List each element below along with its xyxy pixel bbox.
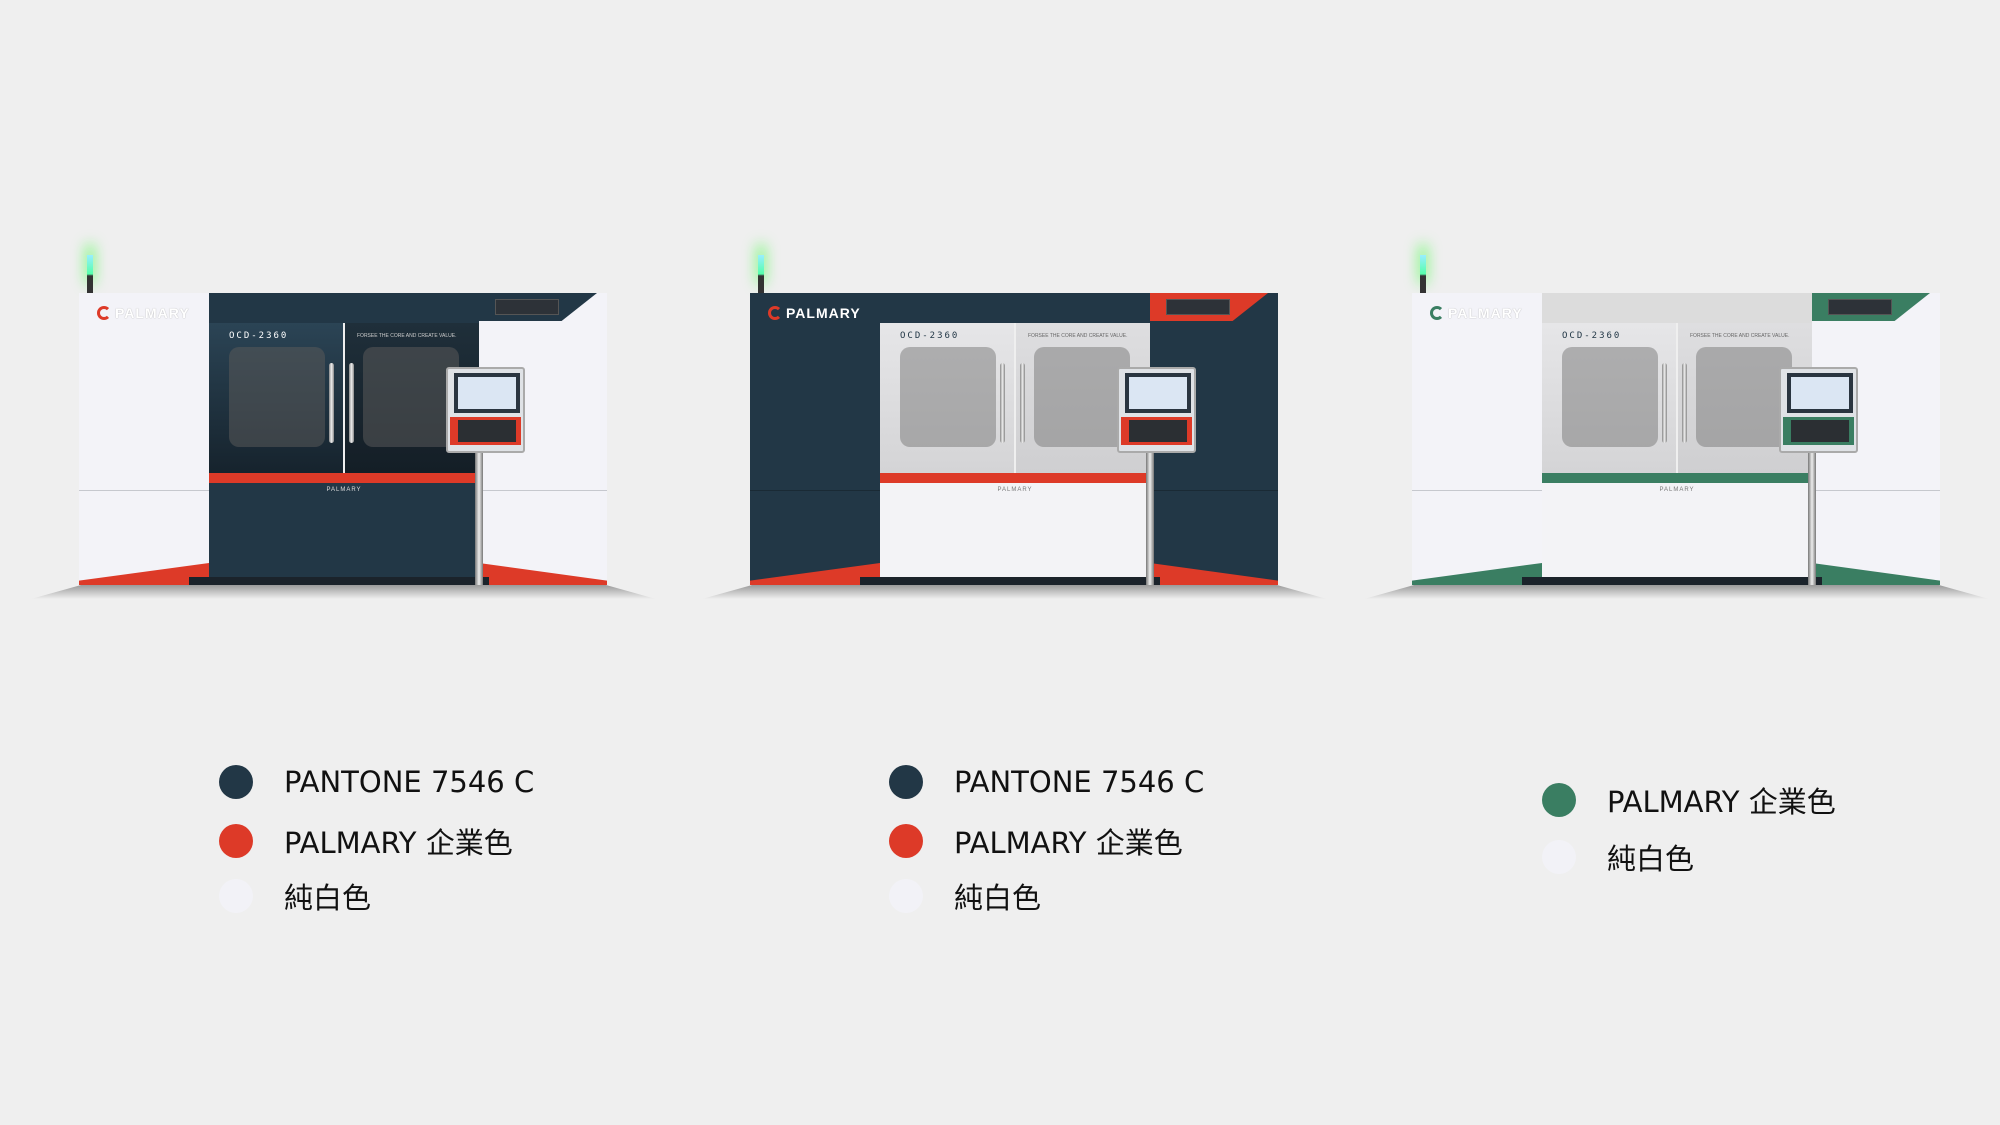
brand-text: PALMARY xyxy=(1448,305,1523,321)
legend-item: PALMARY 企業色 xyxy=(219,820,513,862)
model-label: OCD-2360 xyxy=(900,331,960,341)
legend-label: PALMARY 企業色 xyxy=(954,826,1183,860)
signal-tower-lamp xyxy=(87,255,93,293)
signal-tower-lamp xyxy=(758,255,764,293)
slogan: FORSEE THE CORE AND CREATE VALUE. xyxy=(357,333,457,339)
base-label: PALMARY xyxy=(1659,487,1695,493)
color-swatch xyxy=(889,879,923,913)
control-pendant xyxy=(446,367,525,453)
legend-item: 純白色 xyxy=(219,875,371,917)
legend-label: PALMARY 企業色 xyxy=(284,826,513,860)
slogan: FORSEE THE CORE AND CREATE VALUE. xyxy=(1690,333,1790,339)
color-swatch xyxy=(1542,783,1576,817)
pendant-pole xyxy=(1808,453,1816,585)
brand-logo: PALMARY xyxy=(97,305,190,321)
machine-variant-1: PALMARY OCD-2360 FORSEE THE CORE AND CRE… xyxy=(31,255,656,599)
machine-variant-3: PALMARY OCD-2360 FORSEE THE CORE AND CRE… xyxy=(1364,255,1989,599)
color-swatch xyxy=(219,879,253,913)
model-label: OCD-2360 xyxy=(229,331,289,341)
brand-logo: PALMARY xyxy=(768,305,861,321)
left-door: OCD-2360 xyxy=(209,323,343,473)
legend-item: 純白色 xyxy=(1542,836,1694,878)
signal-tower-lamp xyxy=(1420,255,1426,293)
left-panel: PALMARY xyxy=(1412,293,1542,585)
legend-label: 純白色 xyxy=(284,881,372,915)
legend-item: PANTONE 7546 C xyxy=(219,765,534,799)
machine-variant-2: PALMARY OCD-2360 FORSEE THE CORE AND CRE… xyxy=(702,255,1327,599)
right-panel xyxy=(1812,293,1940,585)
legend-label: 純白色 xyxy=(954,881,1042,915)
color-swatch xyxy=(219,765,253,799)
floor-shadow xyxy=(31,585,656,599)
base-label: PALMARY xyxy=(997,487,1033,493)
left-panel: PALMARY xyxy=(750,293,880,585)
brand-text: PALMARY xyxy=(786,305,861,321)
control-pendant xyxy=(1779,367,1858,453)
color-swatch xyxy=(889,824,923,858)
legend-label: PALMARY 企業色 xyxy=(1607,785,1836,819)
legend-item: PALMARY 企業色 xyxy=(889,820,1183,862)
legend-item: 純白色 xyxy=(889,875,1041,917)
header-panel xyxy=(1150,293,1268,321)
color-swatch xyxy=(889,765,923,799)
model-label: OCD-2360 xyxy=(1562,331,1622,341)
pendant-pole xyxy=(475,453,483,585)
color-swatch xyxy=(1542,840,1576,874)
legend-label: 純白色 xyxy=(1607,842,1695,876)
control-pendant xyxy=(1117,367,1196,453)
floor-shadow xyxy=(702,585,1327,599)
legend-label: PANTONE 7546 C xyxy=(954,765,1205,799)
left-door: OCD-2360 xyxy=(1542,323,1676,473)
legend-label: PANTONE 7546 C xyxy=(284,765,535,799)
legend-item: PANTONE 7546 C xyxy=(889,765,1204,799)
left-door: OCD-2360 xyxy=(880,323,1014,473)
brand-logo: PALMARY xyxy=(1430,305,1523,321)
left-panel: PALMARY xyxy=(79,293,209,585)
floor-shadow xyxy=(1364,585,1989,599)
color-swatch xyxy=(219,824,253,858)
slogan: FORSEE THE CORE AND CREATE VALUE. xyxy=(1028,333,1128,339)
legend-item: PALMARY 企業色 xyxy=(1542,779,1836,821)
pendant-pole xyxy=(1146,453,1154,585)
brand-text: PALMARY xyxy=(115,305,190,321)
base-label: PALMARY xyxy=(326,487,362,493)
